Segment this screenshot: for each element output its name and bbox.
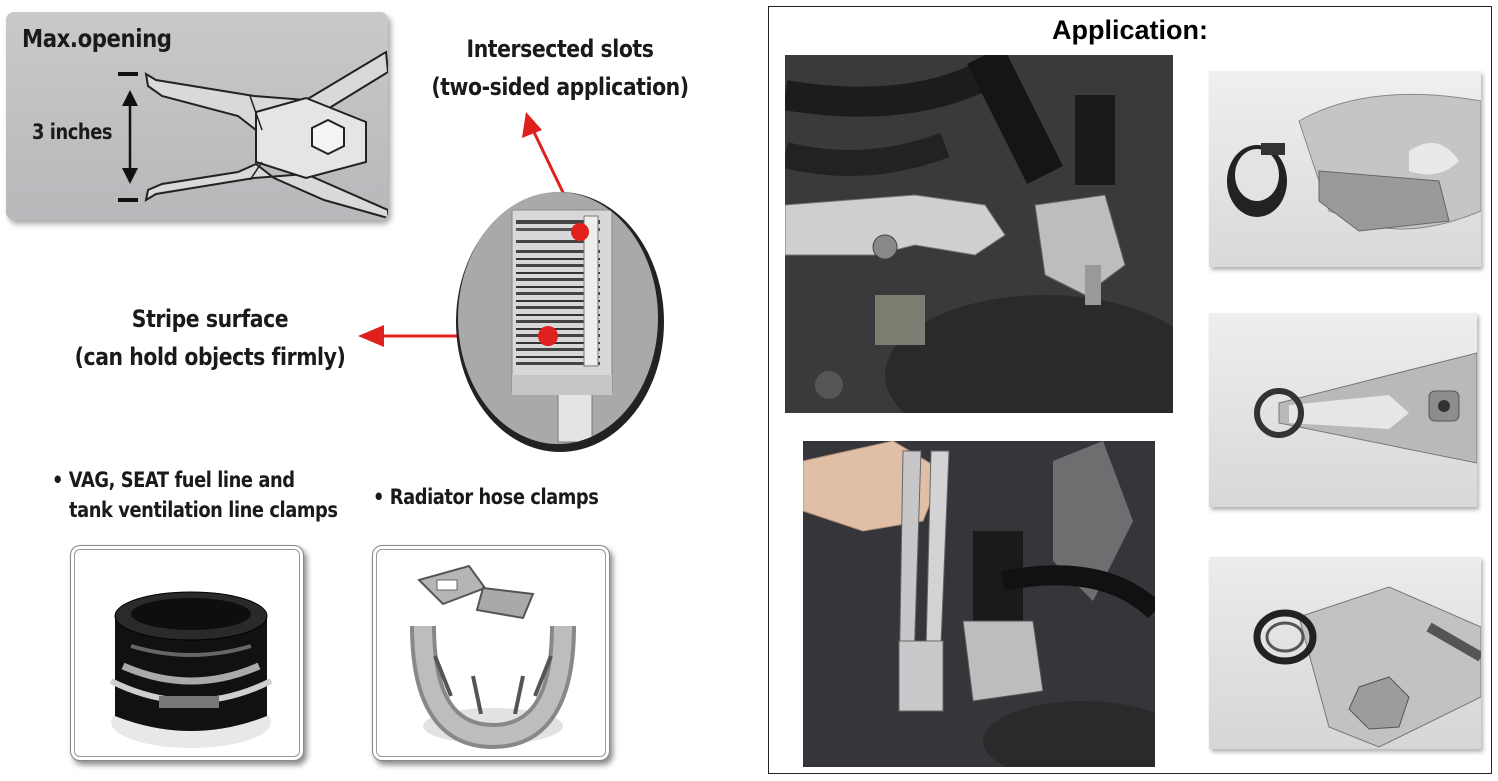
engine-photo-1: [785, 55, 1173, 413]
max-opening-title: Max.opening: [22, 24, 172, 53]
engine-photo-2: [803, 441, 1155, 767]
stripe-marker: [538, 326, 558, 346]
jaw-detail-oval: [440, 180, 680, 470]
stripe-arrowhead: [358, 325, 384, 347]
application-frame: Application:: [768, 6, 1492, 774]
bullet-vag-seat-line1: • VAG, SEAT fuel line and: [52, 468, 295, 492]
slots-label: Intersected slots (two-sided application…: [420, 30, 701, 106]
max-opening-panel: Max.opening 3 inches: [6, 12, 388, 220]
slots-arrowhead: [522, 112, 542, 138]
tool-photo-clamp-open: [1209, 71, 1481, 267]
radiator-clamp-image: [372, 545, 610, 761]
bullet-radiator-line1: • Radiator hose clamps: [373, 485, 599, 509]
bullet-vag-seat: • VAG, SEAT fuel line and tank ventilati…: [52, 465, 338, 525]
slots-label-line1: Intersected slots: [466, 35, 654, 63]
fuel-line-clamp-image: [70, 545, 304, 761]
stripe-label-line2: (can hold objects firmly): [74, 343, 346, 371]
bullet-vag-seat-line2: tank ventilation line clamps: [69, 498, 338, 522]
pliers-jaw-illustration: [118, 50, 388, 220]
stripe-label-line1: Stripe surface: [131, 305, 289, 333]
slots-marker: [571, 223, 589, 241]
application-title: Application:: [1052, 15, 1208, 45]
tool-photo-clamp-angle: [1209, 557, 1481, 749]
spring-clamp-illustration: [410, 564, 576, 750]
stripe-lines: [516, 220, 600, 365]
black-clamp-illustration: [109, 591, 273, 748]
tool-photo-clamp-held: [1209, 313, 1477, 507]
stripe-label: Stripe surface (can hold objects firmly): [66, 300, 355, 376]
bullet-radiator: • Radiator hose clamps: [373, 482, 599, 512]
max-opening-measure: 3 inches: [32, 120, 113, 144]
slots-label-line2: (two-sided application): [431, 73, 689, 101]
